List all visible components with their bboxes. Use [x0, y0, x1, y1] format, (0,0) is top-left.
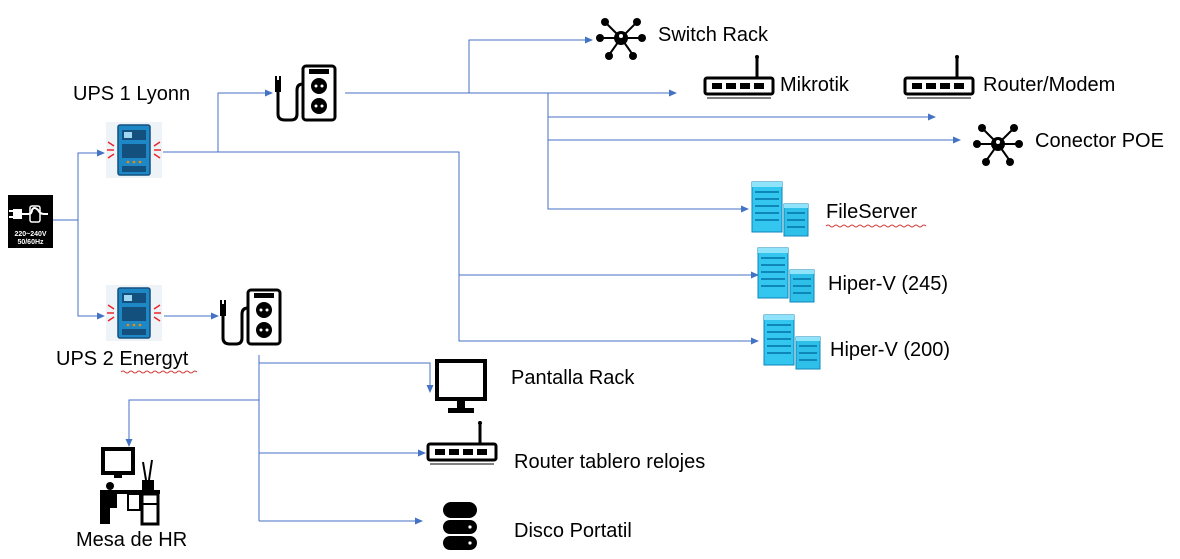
workstation-icon [100, 447, 160, 526]
plug-icon [9, 205, 48, 223]
pantalla-rack-node[interactable]: Pantalla Rack [435, 359, 635, 413]
power-source-frequency: 50/60Hz [17, 239, 44, 246]
router-icon [426, 419, 498, 466]
power-source: 220~240V 50/60Hz [8, 195, 53, 248]
network-hub-icon [972, 123, 1024, 167]
router-icon [703, 53, 775, 100]
power-strip-icon[interactable] [273, 64, 337, 122]
router-tablero-label: Router tablero relojes [514, 451, 705, 473]
server-icon [757, 247, 815, 303]
mesa-hr-label: Mesa de HR [76, 529, 187, 551]
connector-mesa-hr [125, 399, 259, 447]
hiperv-200-node[interactable]: Hiper-V (200) [763, 314, 950, 370]
ups1-label: UPS 1 Lyonn [73, 83, 190, 105]
monitor-icon [435, 359, 487, 413]
connector-source-ups1 [53, 149, 105, 221]
router-tablero-node[interactable]: Router tablero relojes [426, 419, 705, 473]
router-icon [903, 53, 975, 100]
router-modem-node[interactable]: Router/Modem [903, 53, 1115, 100]
hiperv-245-label: Hiper-V (245) [828, 273, 948, 295]
disco-portatil-node[interactable]: Disco Portatil [443, 502, 632, 550]
connectors [53, 36, 961, 525]
mikrotik-label: Mikrotik [780, 74, 850, 96]
connector-router-modem [547, 93, 936, 121]
hiperv-200-label: Hiper-V (200) [830, 339, 950, 361]
switch-rack-node[interactable]: Switch Rack [595, 17, 769, 61]
connector-ups1-hiperv [218, 151, 759, 345]
conector-poe-label: Conector POE [1035, 130, 1164, 152]
connector-source-ups2 [77, 220, 105, 320]
ups-icon [105, 121, 163, 179]
ups2-node[interactable]: UPS 2 Energyt [56, 284, 198, 374]
ups1-node[interactable]: UPS 1 Lyonn [73, 83, 190, 179]
router-modem-label: Router/Modem [983, 74, 1115, 96]
ups-icon [105, 284, 163, 342]
fileserver-node[interactable]: FileServer [751, 181, 927, 237]
pantalla-rack-label: Pantalla Rack [511, 367, 635, 389]
spellcheck-underline [825, 224, 927, 228]
mesa-hr-node[interactable]: Mesa de HR [76, 447, 187, 551]
switch-rack-label: Switch Rack [658, 24, 769, 46]
network-hub-icon [595, 17, 647, 61]
mikrotik-node[interactable]: Mikrotik [703, 53, 850, 100]
connector-ups1-strip1 [163, 89, 273, 153]
power-strip-icon[interactable] [218, 288, 282, 346]
connector-fileserver [547, 117, 749, 213]
connector-pantalla [259, 362, 434, 393]
spellcheck-underline [120, 370, 198, 374]
server-icon [763, 314, 821, 370]
server-icon [751, 181, 809, 237]
disco-portatil-label: Disco Portatil [514, 520, 632, 542]
ups2-label: UPS 2 Energyt [56, 348, 189, 370]
connector-switch-rack [468, 36, 593, 93]
hiperv-245-node[interactable]: Hiper-V (245) [757, 247, 948, 303]
power-source-voltage: 220~240V [14, 231, 46, 238]
database-icon [443, 502, 477, 550]
conector-poe-node[interactable]: Conector POE [972, 123, 1164, 167]
fileserver-label: FileServer [826, 201, 917, 223]
